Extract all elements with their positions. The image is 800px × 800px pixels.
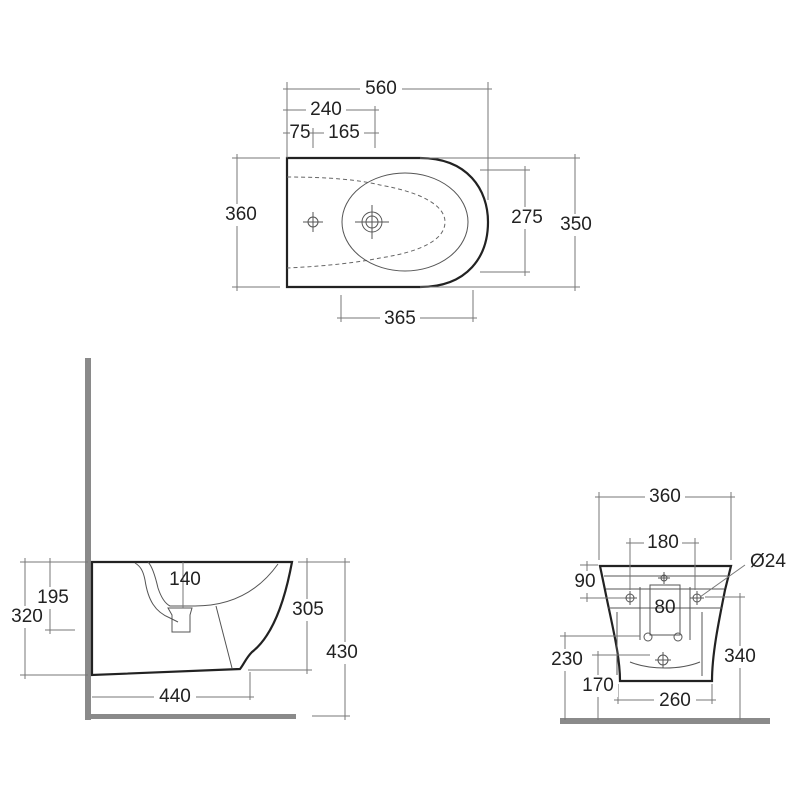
dim-170: 170 (582, 675, 614, 696)
front-inner-lines (604, 575, 727, 676)
side-view: 320 195 140 305 430 440 (8, 358, 362, 720)
fixing-hole-right-icon (690, 591, 704, 605)
top-view: 560 240 75 165 360 275 350 365 (222, 78, 596, 330)
fixing-hole-left-icon (623, 591, 637, 605)
dim-350: 350 (560, 214, 592, 235)
dim-240: 240 (310, 99, 342, 120)
inlet-hole-icon (658, 572, 670, 584)
dim-360-front: 360 (649, 486, 681, 507)
drain-hole-front-icon (655, 652, 671, 668)
side-view-outline (90, 560, 294, 677)
dim-560: 560 (365, 78, 397, 99)
dim-195: 195 (37, 587, 69, 608)
hidden-line (215, 605, 233, 669)
dim-340: 340 (724, 646, 756, 667)
top-view-hidden-rim (286, 176, 446, 269)
floor-front (560, 718, 770, 724)
dim-140: 140 (169, 569, 201, 590)
dim-305: 305 (292, 599, 324, 620)
dim-75: 75 (289, 122, 310, 143)
dim-165: 165 (328, 122, 360, 143)
dim-diameter-24: Ø24 (750, 551, 786, 572)
wall (85, 358, 91, 720)
dim-275: 275 (511, 207, 543, 228)
dim-365: 365 (384, 308, 416, 329)
dim-80: 80 (654, 597, 675, 618)
dim-180: 180 (647, 532, 679, 553)
dim-320: 320 (11, 606, 43, 627)
dim-260: 260 (659, 690, 691, 711)
dim-230: 230 (551, 649, 583, 670)
bowl-outline (341, 172, 469, 272)
dim-440: 440 (159, 686, 191, 707)
tap-hole-icon (303, 212, 323, 232)
front-view: 360 180 Ø24 90 80 230 170 340 260 (547, 486, 786, 724)
lower-holes-icon (643, 632, 683, 642)
dim-430: 430 (326, 642, 358, 663)
drain-outlet (167, 607, 193, 633)
dim-90: 90 (574, 571, 595, 592)
floor (85, 714, 296, 719)
dim-360-top: 360 (225, 204, 257, 225)
drain-hole-icon (355, 205, 389, 239)
bowl-section (134, 561, 279, 623)
